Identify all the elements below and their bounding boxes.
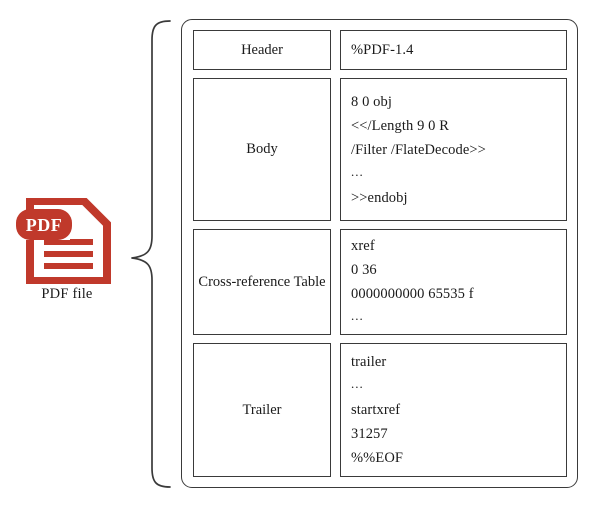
row-content-body: 8 0 obj <</Length 9 0 R /Filter /FlateDe… bbox=[340, 78, 567, 221]
table-row: Trailer trailer ... startxref 31257 %%EO… bbox=[193, 343, 567, 477]
pdf-badge-label: PDF bbox=[26, 215, 63, 235]
code-line: 31257 bbox=[351, 426, 388, 442]
left-curly-brace bbox=[126, 18, 174, 490]
row-label-trailer: Trailer bbox=[193, 343, 331, 477]
code-line-ellipsis: ... bbox=[351, 163, 364, 179]
code-line: 8 0 obj bbox=[351, 93, 392, 110]
code-line: <</Length 9 0 R bbox=[351, 117, 450, 134]
row-content-header: %PDF-1.4 bbox=[340, 30, 567, 70]
table-row: Cross-reference Table xref 0 36 00000000… bbox=[193, 229, 567, 335]
pdf-file-caption: PDF file bbox=[41, 286, 93, 302]
pdf-badge-icon bbox=[16, 209, 72, 240]
code-line: startxref bbox=[351, 402, 401, 418]
document-line-icon bbox=[44, 239, 93, 245]
code-line: %PDF-1.4 bbox=[351, 42, 414, 58]
document-line-icon bbox=[44, 263, 93, 269]
code-line: /Filter /FlateDecode>> bbox=[351, 141, 486, 158]
code-line: xref bbox=[351, 238, 375, 254]
row-label-body: Body bbox=[193, 78, 331, 221]
row-label-header: Header bbox=[193, 30, 331, 70]
pdf-structure-container: Header %PDF-1.4 Body 8 0 obj <</Length 9… bbox=[181, 19, 578, 488]
code-line-ellipsis: ... bbox=[351, 376, 364, 391]
code-line: 0 36 bbox=[351, 262, 377, 278]
code-line: %%EOF bbox=[351, 450, 404, 466]
code-line-ellipsis: ... bbox=[351, 308, 364, 323]
code-line: >>endobj bbox=[351, 189, 408, 206]
code-line: trailer bbox=[351, 354, 387, 370]
document-outline-icon bbox=[26, 198, 111, 284]
pdf-file-icon-graphic: PDF bbox=[14, 198, 111, 284]
left-curly-brace-graphic bbox=[131, 20, 171, 488]
row-content-trailer: trailer ... startxref 31257 %%EOF bbox=[340, 343, 567, 477]
table-row: Body 8 0 obj <</Length 9 0 R /Filter /Fl… bbox=[193, 78, 567, 221]
row-label-cross-reference-table: Cross-reference Table bbox=[193, 229, 331, 335]
table-row: Header %PDF-1.4 bbox=[193, 30, 567, 70]
code-line: 0000000000 65535 f bbox=[351, 286, 474, 302]
pdf-file-icon: PDF bbox=[14, 198, 118, 284]
document-line-icon bbox=[44, 251, 93, 257]
row-content-cross-reference-table: xref 0 36 0000000000 65535 f ... bbox=[340, 229, 567, 335]
